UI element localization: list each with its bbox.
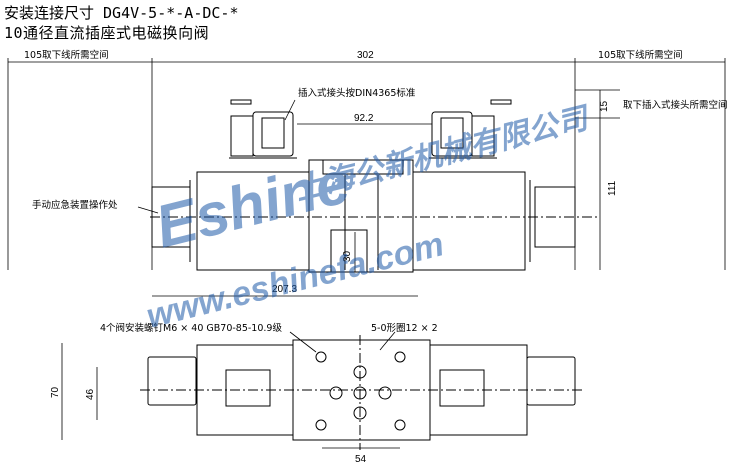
side-dim-lines <box>137 89 620 297</box>
dim-30: 30 <box>342 250 353 262</box>
valve-plan-view <box>140 335 585 450</box>
dim-207-3: 207.3 <box>272 284 297 295</box>
connector-removal-note: 取下插入式接头所需空间 <box>623 99 728 111</box>
watermark: Eshine 上海公新机械有限公司 www.eshinefa.com <box>143 101 595 336</box>
plan-dim-lines <box>61 331 400 449</box>
mounting-screws-note: 4个阀安装螺钉M6 × 40 GB70-85-10.9级 <box>100 322 282 334</box>
o-ring-note: 5-0形圈12 × 2 <box>371 322 438 334</box>
dim-46: 46 <box>85 388 96 400</box>
dim-15: 15 <box>599 100 610 112</box>
dim-54: 54 <box>355 454 367 465</box>
drawing-title: 安装连接尺寸 DG4V-5-*-A-DC-* <box>4 4 239 22</box>
watermark-logo: Eshine <box>149 148 356 261</box>
manual-override-note: 手动应急装置操作处 <box>32 199 118 211</box>
drawing-subtitle: 10通径直流插座式电磁换向阀 <box>4 24 210 42</box>
connector-note: 插入式接头按DIN4365标准 <box>298 87 416 99</box>
valve-side-view <box>150 99 600 273</box>
dim-70: 70 <box>50 386 61 398</box>
right-space-label: 105取下线所需空间 <box>598 49 683 61</box>
dim-111: 111 <box>607 180 618 196</box>
dim-92-2: 92.2 <box>354 113 374 124</box>
left-space-label: 105取下线所需空间 <box>24 49 109 61</box>
total-length-label: 302 <box>357 50 374 61</box>
